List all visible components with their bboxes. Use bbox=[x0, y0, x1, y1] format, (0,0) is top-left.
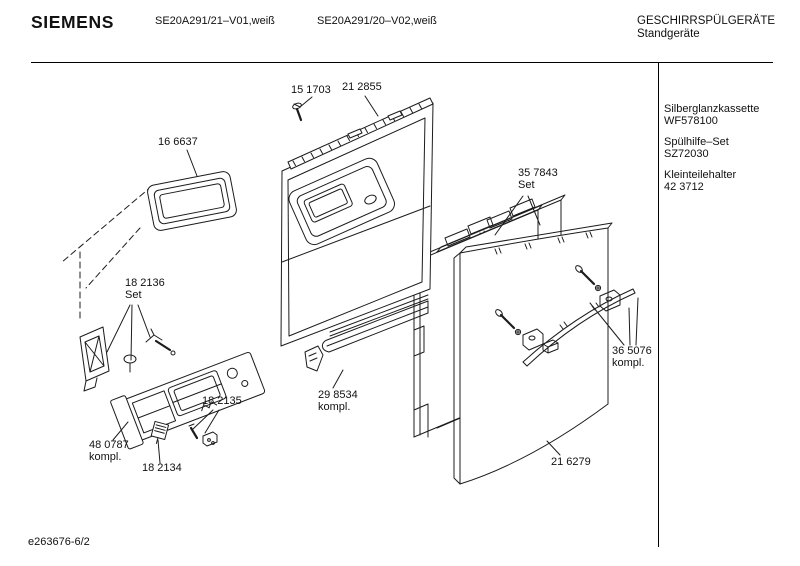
part-label-35-7843: 35 7843 Set bbox=[518, 167, 558, 191]
header-rule bbox=[31, 62, 773, 64]
part-label-21-2855: 21 2855 bbox=[342, 81, 382, 93]
document-code: e263676-6/2 bbox=[28, 536, 90, 548]
part-label-36-5076: 36 5076 kompl. bbox=[612, 345, 652, 369]
dispenser-art bbox=[288, 157, 395, 246]
part-label-18-2135: 18 2135 bbox=[202, 395, 242, 407]
small-parts-set-art bbox=[79, 326, 176, 392]
assembly-dashed-lines bbox=[61, 185, 153, 323]
accessory-name: Kleinteilehalter bbox=[664, 169, 737, 181]
sidebar-divider bbox=[658, 62, 660, 547]
grille-piece-art bbox=[150, 420, 170, 445]
screw-icon bbox=[495, 309, 522, 336]
lower-trim-art bbox=[304, 294, 429, 372]
category-block: GESCHIRRSPÜLGERÄTE Standgeräte bbox=[637, 15, 775, 41]
category-subtitle: Standgeräte bbox=[637, 28, 700, 40]
model-variant-1: SE20A291/21–V01,weiß bbox=[155, 15, 275, 27]
inner-door-art bbox=[280, 97, 434, 347]
accessory-number: SZ72030 bbox=[664, 148, 709, 160]
small-pin-plate-art bbox=[188, 423, 218, 447]
accessory-number: 42 3712 bbox=[664, 181, 704, 193]
fixing-kit-art bbox=[495, 265, 636, 367]
accessory-number: WF578100 bbox=[664, 115, 718, 127]
latch-assembly-art bbox=[110, 351, 266, 450]
siemens-logo: SIEMENS bbox=[31, 12, 114, 32]
part-label-29-8534: 29 8534 kompl. bbox=[318, 389, 358, 413]
outer-door-art bbox=[453, 222, 613, 485]
part-label-15-1703: 15 1703 bbox=[291, 84, 331, 96]
leader-lines bbox=[106, 95, 639, 464]
part-label-18-2134: 18 2134 bbox=[142, 462, 182, 474]
accessory-name: Silberglanzkassette bbox=[664, 103, 760, 115]
accessory-item: Silberglanzkassette WF578100 bbox=[664, 103, 759, 127]
screw-icon bbox=[292, 102, 303, 122]
part-label-18-2136: 18 2136 Set bbox=[125, 277, 165, 301]
part-label-48-0787: 48 0787 kompl. bbox=[89, 439, 129, 463]
part-label-21-6279: 21 6279 bbox=[551, 456, 591, 468]
accessory-item: Spülhilfe–Set SZ72030 bbox=[664, 136, 759, 160]
cassette-frame-art bbox=[147, 171, 237, 231]
accessory-item: Kleinteilehalter 42 3712 bbox=[664, 169, 759, 193]
part-label-16-6637: 16 6637 bbox=[158, 136, 198, 148]
model-variant-2: SE20A291/20–V02,weiß bbox=[317, 15, 437, 27]
accessory-name: Spülhilfe–Set bbox=[664, 136, 729, 148]
accessory-list: Silberglanzkassette WF578100 Spülhilfe–S… bbox=[664, 103, 759, 202]
category-title: GESCHIRRSPÜLGERÄTE bbox=[637, 15, 776, 27]
screw-icon bbox=[575, 265, 602, 292]
